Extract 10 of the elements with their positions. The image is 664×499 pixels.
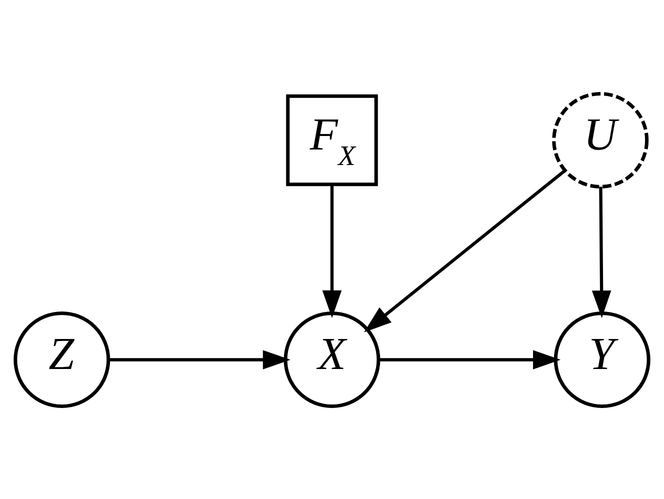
arrow [108,350,290,369]
node-box: F$_{X}$ [286,94,378,186]
node-circle: X [284,311,380,408]
arrow [378,350,561,369]
arrow [364,168,566,332]
node-circle: U [552,92,649,188]
node-circle: Z [14,311,110,408]
arrow [592,186,612,318]
node-circle: Y [554,311,650,408]
arrow [322,184,342,318]
